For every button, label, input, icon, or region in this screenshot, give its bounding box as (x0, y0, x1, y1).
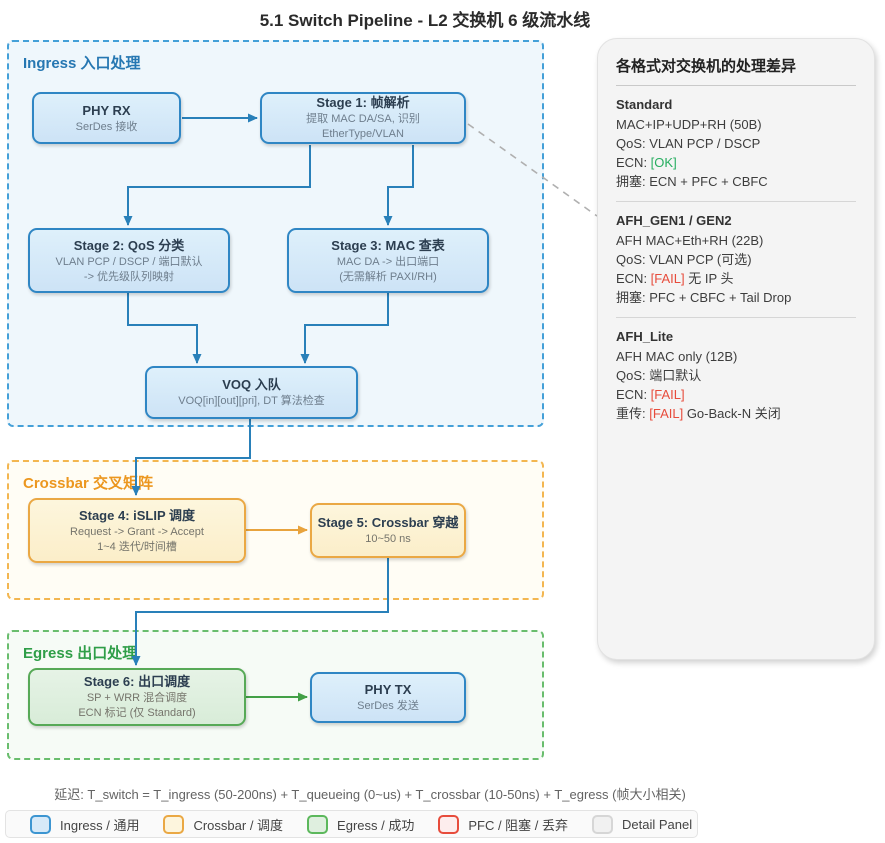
panel-section-heading: Standard (616, 97, 673, 112)
node-subtitle: VLAN PCP / DSCP / 端口默认 -> 优先级队列映射 (55, 255, 203, 283)
node-title: Stage 4: iSLIP 调度 (78, 507, 196, 523)
node-subtitle: SerDes 接收 (75, 120, 138, 133)
legend: Ingress / 通用 Crossbar / 调度 Egress / 成功 PFC … (5, 810, 698, 838)
node-stage4-islip: Stage 4: iSLIP 调度 Request -> Grant -> Ac… (28, 498, 246, 563)
node-stage2-qos: Stage 2: QoS 分类 VLAN PCP / DSCP / 端口默认 -… (28, 228, 230, 293)
panel-line: AFH MAC+Eth+RH (22B) (616, 233, 764, 248)
node-phy-tx: PHY TX SerDes 发送 (310, 672, 466, 723)
panel-line: QoS: VLAN PCP / DSCP (616, 136, 761, 151)
panel-line: 拥塞: PFC + CBFC + Tail Drop (616, 290, 792, 305)
panel-section-heading: AFH_GEN1 / GEN2 (616, 213, 732, 228)
page-title: 5.1 Switch Pipeline - L2 交换机 6 级流水线 (259, 11, 591, 30)
latency-note: 延迟: T_switch = T_ingress (50-200ns) + T_… (54, 787, 686, 802)
status-badge: [OK] (650, 155, 677, 170)
node-subtitle: SP + WRR 混合调度 ECN 标记 (仅 Standard) (78, 692, 196, 719)
node-title: Stage 1: 帧解析 (316, 95, 410, 110)
node-title: PHY RX (82, 102, 131, 118)
node-stage3-mac-lookup: Stage 3: MAC 查表 MAC DA -> 出口端口 (无需解析 PAX… (287, 228, 489, 293)
panel-line: QoS: 端口默认 (616, 368, 702, 383)
panel-line: ECN: [FAIL] (616, 387, 685, 402)
node-stage1-parse: Stage 1: 帧解析 提取 MAC DA/SA, 识别 EtherType/… (260, 92, 466, 144)
node-title: VOQ 入队 (222, 377, 281, 392)
node-voq-enqueue: VOQ 入队 VOQ[in][out][pri], DT 算法检查 (145, 366, 358, 419)
panel-section-heading: AFH_Lite (616, 329, 674, 344)
node-title: Stage 3: MAC 查表 (331, 237, 445, 253)
panel-line: 拥塞: ECN + PFC + CBFC (616, 174, 768, 189)
node-phy-rx: PHY RX SerDes 接收 (32, 92, 181, 144)
status-badge: [FAIL] (650, 387, 685, 402)
legend-swatch-gray (592, 814, 614, 834)
node-subtitle: 提取 MAC DA/SA, 识别 EtherType/VLAN (306, 113, 420, 140)
panel-line: QoS: VLAN PCP (可选) (616, 252, 752, 267)
panel-line: AFH MAC only (12B) (616, 349, 738, 364)
legend-item: Ingress / 通用 (6, 814, 140, 834)
status-badge: [FAIL] (649, 406, 684, 421)
node-title: Stage 2: QoS 分类 (73, 237, 185, 253)
panel-line: ECN: [FAIL] 无 IP 头 (616, 271, 734, 286)
legend-label: Crossbar / 调度 (193, 817, 284, 833)
legend-swatch-red (438, 814, 460, 834)
panel-line: ECN: [OK] (616, 155, 677, 170)
status-badge: [FAIL] (650, 271, 685, 286)
node-stage5-crossbar: Stage 5: Crossbar 穿越 10~50 ns (310, 503, 466, 558)
legend-swatch-blue (30, 814, 51, 834)
legend-item: PFC / 阻塞 / 丢弃 (414, 814, 569, 834)
panel-line: MAC+IP+UDP+RH (50B) (616, 117, 762, 132)
node-subtitle: SerDes 发送 (357, 700, 419, 712)
node-subtitle: VOQ[in][out][pri], DT 算法检查 (178, 395, 325, 407)
node-stage6-egress-sched: Stage 6: 出口调度 SP + WRR 混合调度 ECN 标记 (仅 St… (28, 668, 246, 726)
node-title: PHY TX (364, 682, 412, 697)
legend-swatch-orange (163, 814, 185, 834)
zone-egress-label: Egress 出口处理 (23, 645, 138, 662)
legend-item: Egress / 成功 (283, 814, 415, 834)
legend-label: Ingress / 通用 (60, 817, 140, 833)
node-title: Stage 6: 出口调度 (83, 674, 191, 689)
legend-label: Detail Panel (622, 816, 693, 832)
legend-swatch-green (307, 814, 329, 834)
node-subtitle: MAC DA -> 出口端口 (无需解析 PAXI/RH) (336, 255, 440, 283)
legend-label: Egress / 成功 (337, 817, 415, 833)
node-subtitle: 10~50 ns (365, 533, 411, 545)
node-title: Stage 5: Crossbar 穿越 (317, 515, 459, 530)
zone-crossbar-label: Crossbar 交叉矩阵 (23, 475, 154, 492)
detail-panel-title: 各格式对交换机的处理差异 (616, 55, 856, 86)
panel-line: 重传: [FAIL] Go-Back-N 关闭 (616, 406, 781, 421)
legend-item: Detail Panel (568, 814, 697, 834)
zone-ingress-label: Ingress 入口处理 (23, 55, 141, 72)
node-subtitle: Request -> Grant -> Accept 1~4 迭代/时间槽 (70, 525, 204, 553)
legend-item: Crossbar / 调度 (139, 814, 284, 834)
legend-label: PFC / 阻塞 / 丢弃 (468, 817, 569, 833)
